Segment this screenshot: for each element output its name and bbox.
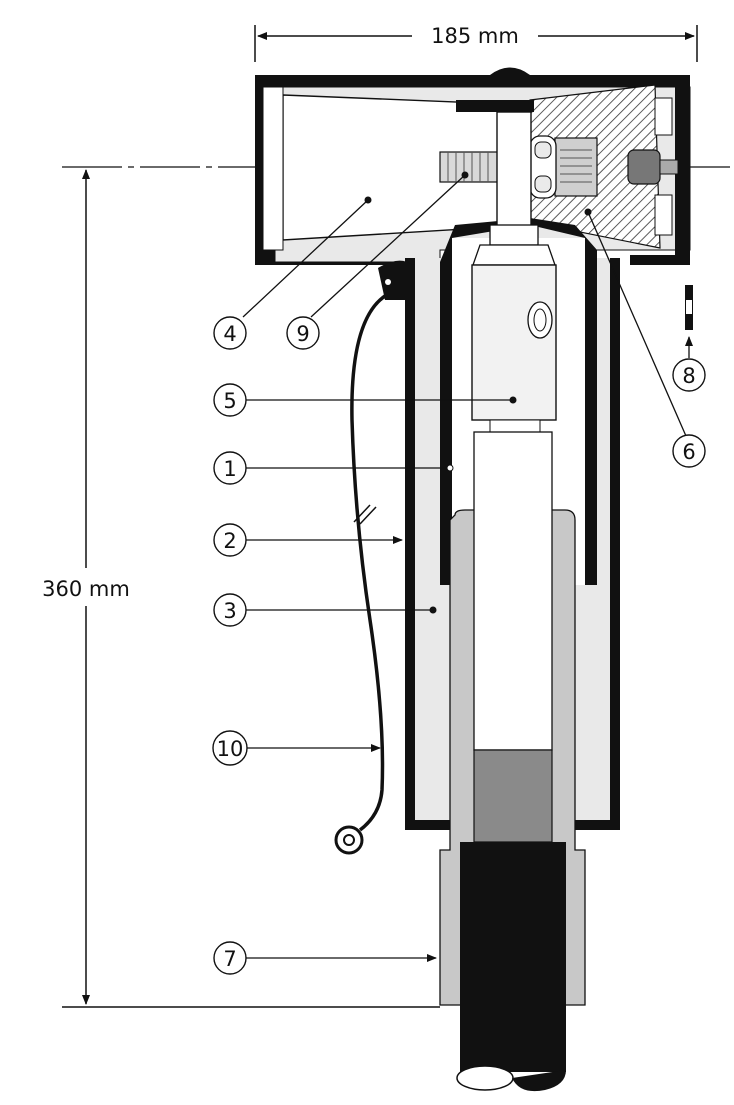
callout-1: 1 bbox=[213, 451, 247, 485]
svg-text:7: 7 bbox=[223, 947, 236, 971]
callout-5: 5 bbox=[213, 383, 247, 417]
callout-10: 10 bbox=[212, 730, 248, 766]
height-dimension-label: 360 mm bbox=[42, 577, 130, 601]
callout-4: 4 bbox=[213, 316, 247, 350]
callout-leaders bbox=[242, 171, 693, 962]
callout-8: 8 bbox=[672, 358, 706, 392]
width-dimension: 185 mm bbox=[254, 24, 698, 62]
test-point-pin bbox=[685, 285, 693, 330]
svg-text:2: 2 bbox=[223, 529, 236, 553]
svg-text:6: 6 bbox=[682, 440, 695, 464]
callout-9: 9 bbox=[286, 316, 320, 350]
svg-text:10: 10 bbox=[217, 737, 244, 761]
svg-text:3: 3 bbox=[223, 599, 236, 623]
svg-text:8: 8 bbox=[682, 364, 695, 388]
svg-text:5: 5 bbox=[223, 389, 236, 413]
callout-7: 7 bbox=[213, 941, 247, 975]
callout-3: 3 bbox=[213, 593, 247, 627]
svg-text:4: 4 bbox=[223, 322, 236, 346]
cable-lug bbox=[471, 111, 557, 433]
callout-2: 2 bbox=[213, 523, 247, 557]
svg-text:1: 1 bbox=[223, 457, 236, 481]
horizontal-housing bbox=[255, 67, 691, 265]
svg-text:9: 9 bbox=[296, 322, 309, 346]
cable-assembly bbox=[439, 431, 586, 1092]
earthing-lead bbox=[334, 260, 412, 855]
width-dimension-label: 185 mm bbox=[431, 24, 519, 48]
callout-6: 6 bbox=[672, 434, 706, 468]
